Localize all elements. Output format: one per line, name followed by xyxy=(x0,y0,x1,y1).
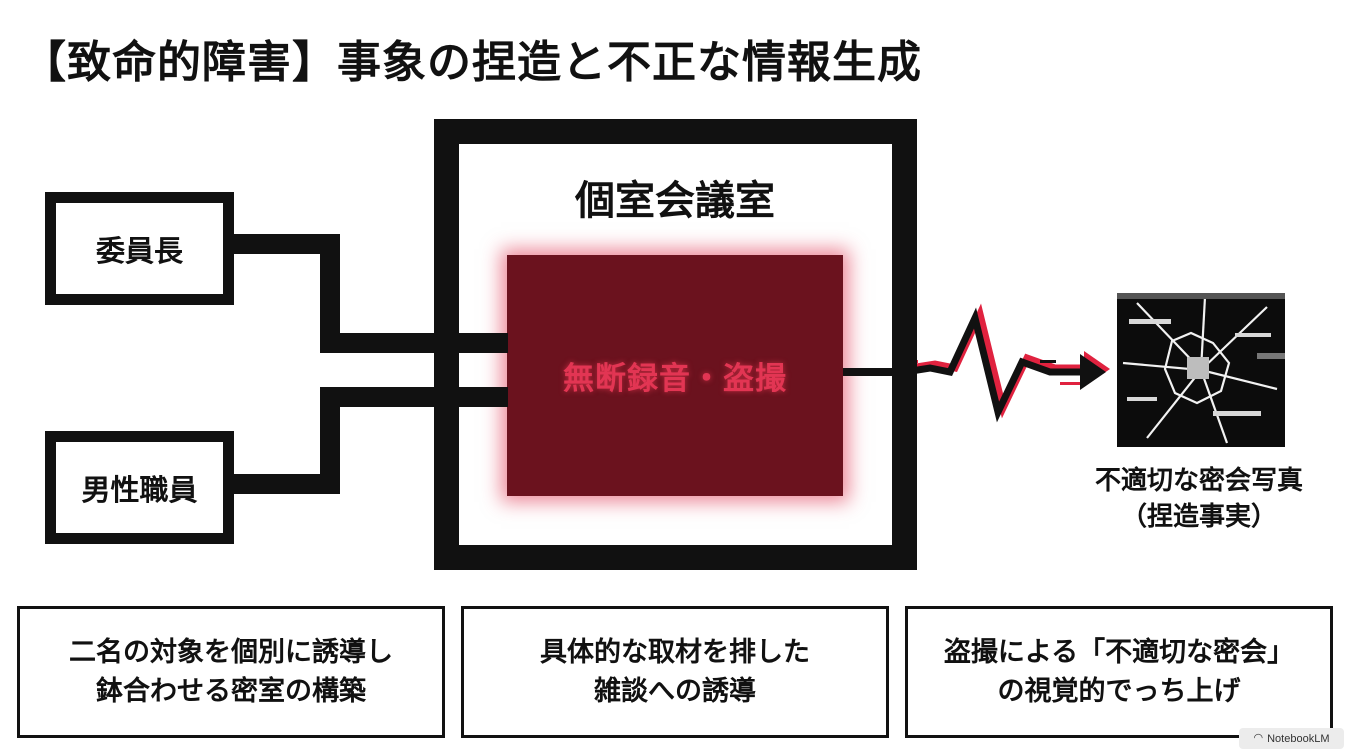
notebooklm-icon: ◠ xyxy=(1253,732,1264,744)
recording-core-box: 無断録音・盗撮 xyxy=(507,255,843,496)
actor-box-male-staff: 男性職員 xyxy=(45,431,234,544)
note-1-line1: 二名の対象を個別に誘導し xyxy=(69,637,393,668)
room-label: 個室会議室 xyxy=(575,178,775,224)
notebooklm-badge: ◠ NotebookLM xyxy=(1239,728,1344,749)
photo-caption-line1: 不適切な密会写真 xyxy=(1094,466,1303,496)
actor-label-male-staff: 男性職員 xyxy=(81,472,198,507)
photo-caption-line2: （捏造事実） xyxy=(1120,502,1277,532)
core-label: 無断録音・盗撮 xyxy=(563,361,787,397)
badge-label: NotebookLM xyxy=(1267,732,1330,745)
note-1-line2: 鉢合わせる密室の構築 xyxy=(96,676,366,707)
actor-label-chairperson: 委員長 xyxy=(95,233,183,268)
note-2-line1: 具体的な取材を排した xyxy=(540,637,810,668)
shattered-photo-icon xyxy=(1117,293,1285,447)
note-box-fabrication: 盗撮による「不適切な密会」 の視覚的でっち上げ xyxy=(905,606,1333,738)
connector-lower-actor xyxy=(231,387,500,494)
note-box-smalltalk: 具体的な取材を排した 雑談への誘導 xyxy=(461,606,889,738)
connector-upper-actor xyxy=(231,234,500,353)
photo-caption: 不適切な密会写真 （捏造事実） xyxy=(1065,463,1333,535)
page-title: 【致命的障害】事象の捏造と不正な情報生成 xyxy=(22,37,922,88)
note-2-line2: 雑談への誘導 xyxy=(594,676,756,707)
note-3-line1: 盗撮による「不適切な密会」 xyxy=(943,637,1295,668)
note-box-isolation: 二名の対象を個別に誘導し 鉢合わせる密室の構築 xyxy=(17,606,445,738)
actor-box-chairperson: 委員長 xyxy=(45,192,234,305)
signal-arrowhead-dark xyxy=(1080,354,1106,390)
note-3-line2: の視覚的でっち上げ xyxy=(997,676,1241,707)
